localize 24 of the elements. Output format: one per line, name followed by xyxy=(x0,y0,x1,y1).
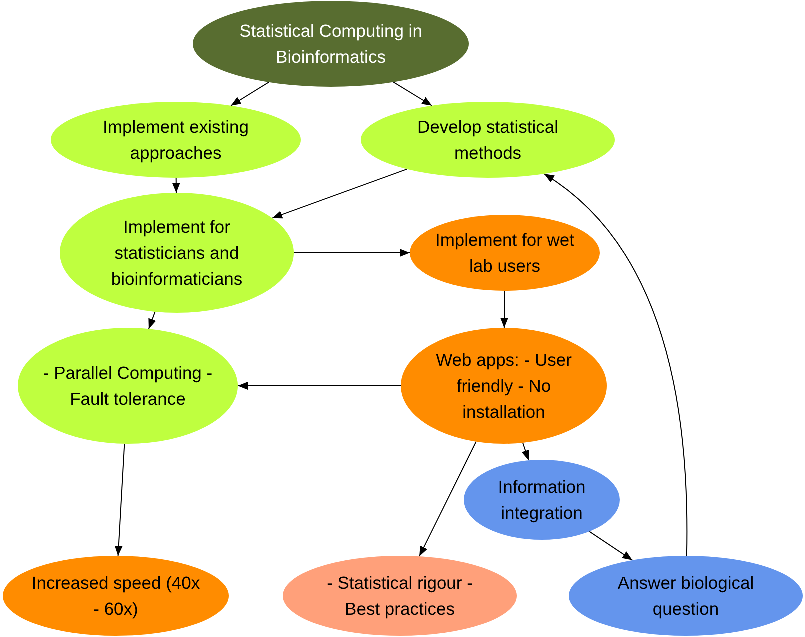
arrow xyxy=(148,311,156,330)
arrow xyxy=(393,82,433,106)
arrow xyxy=(589,531,634,561)
arrow xyxy=(230,82,270,106)
node-label: Web apps: - User friendly - No installation xyxy=(435,349,573,424)
node-label: Implement for wet lab users xyxy=(434,229,576,278)
node-label: Develop statistical methods xyxy=(416,116,560,165)
node-label: Increased speed (40x - 60x) xyxy=(31,572,201,621)
arrow xyxy=(114,443,126,556)
node-label: - Statistical rigour - Best practices xyxy=(326,572,474,621)
node-label: Implement for statisticians and bioinformaticians xyxy=(110,216,244,291)
arrow xyxy=(500,290,508,328)
arrow xyxy=(522,442,530,462)
arrow xyxy=(172,178,180,194)
node-label: Information integration xyxy=(497,476,587,525)
node-label: Statistical Computing in Bioinformatics xyxy=(238,20,424,69)
arrow xyxy=(294,249,410,257)
arrow xyxy=(272,168,408,219)
node-label: Implement existing approaches xyxy=(102,116,250,165)
arrow xyxy=(419,441,477,558)
arrow xyxy=(544,174,688,556)
arrow xyxy=(238,382,402,390)
node-label: Answer biological question xyxy=(616,572,756,621)
node-label: - Parallel Computing - Fault tolerance xyxy=(43,362,213,411)
